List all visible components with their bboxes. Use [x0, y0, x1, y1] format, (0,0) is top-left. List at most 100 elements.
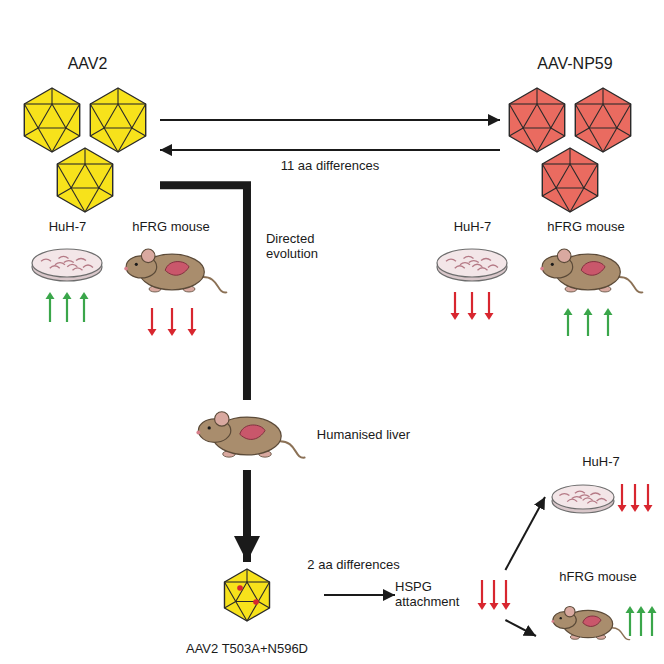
mouse-nose — [124, 267, 128, 271]
capsid-edge — [542, 163, 570, 164]
capsid-edge — [24, 103, 52, 104]
cell — [567, 499, 577, 502]
capsid-edge — [117, 88, 118, 104]
capsid-edge — [589, 128, 603, 152]
capsid-edge — [602, 88, 603, 104]
trend-arrow-shaft — [505, 580, 507, 604]
mutation-mark — [253, 599, 259, 605]
capsid-edge — [584, 164, 598, 188]
capsid-edge — [57, 163, 85, 164]
capsid-icon — [57, 148, 112, 212]
capsid-edge — [224, 582, 235, 602]
node-label: HuH-7 — [454, 220, 492, 235]
cell — [64, 261, 74, 263]
trend-arrow-shaft — [587, 314, 589, 336]
cell — [597, 499, 607, 502]
cell — [587, 501, 597, 504]
mouse-ear — [557, 249, 571, 263]
mouse-icon — [124, 249, 226, 292]
edge-label: 11 aa differences — [278, 159, 383, 174]
node-label: HuH-7 — [49, 220, 87, 235]
capsid-edge — [118, 128, 132, 152]
increase-arrows — [46, 292, 89, 322]
cell-dish — [437, 249, 507, 281]
capsid-outline — [90, 88, 145, 152]
cell-culture: HuH-7 — [545, 455, 657, 525]
capsid-group: AAV2 — [15, 55, 160, 220]
capsid-edge — [52, 103, 80, 104]
node-label: hFRG mouse — [559, 570, 636, 585]
capsid-edge — [569, 148, 570, 164]
trend-arrow-head — [63, 292, 72, 299]
capsid-edge — [224, 581, 247, 582]
capsid-group: AAV-NP59 — [500, 55, 650, 220]
trend-arrow-head — [478, 603, 487, 610]
capsid-edge — [551, 104, 565, 128]
node-label: Humanised liver — [317, 428, 410, 443]
trend-arrow-shaft — [647, 484, 649, 506]
edge-label: 2 aa differences — [304, 558, 402, 573]
capsid-outline — [57, 148, 112, 212]
trend-arrow-shaft — [488, 292, 490, 314]
capsid-edge — [90, 104, 104, 128]
node-label: AAV2 T503A+N596D — [186, 642, 308, 657]
capsid-icon — [224, 569, 269, 621]
capsid-icon — [509, 88, 564, 152]
mouse-model: Humanised liver — [190, 400, 410, 470]
trend-arrow-shaft — [49, 298, 51, 322]
capsid-icon — [542, 148, 597, 212]
capsid-outline — [24, 88, 79, 152]
capsid-edge — [570, 188, 584, 212]
trend-arrow-head — [485, 313, 494, 320]
capsid-outline — [509, 88, 564, 152]
cell — [469, 261, 479, 263]
cell — [481, 259, 491, 261]
trend-arrow-head — [637, 606, 646, 613]
capsid-edge — [132, 104, 146, 128]
capsid-outline — [542, 148, 597, 212]
trend-arrow-shaft — [171, 308, 173, 330]
mouse-icon — [551, 606, 629, 639]
node-label: HuH-7 — [582, 455, 620, 470]
capsid-edge — [24, 128, 38, 136]
capsid-edge — [509, 103, 537, 104]
capsid-edge — [523, 128, 537, 152]
mouse-ear — [565, 606, 575, 616]
cell — [73, 268, 83, 271]
mouse-model: hFRG mouse — [110, 220, 232, 340]
mouse-eye — [551, 263, 554, 266]
trend-arrow-shaft — [621, 484, 623, 506]
capsid-edge — [84, 148, 85, 164]
mouse-ear — [215, 412, 229, 426]
capsid-edge — [224, 602, 235, 609]
trend-arrow-shaft — [634, 484, 636, 506]
cell-dish — [552, 485, 614, 513]
capsid-edge — [575, 103, 603, 104]
capsid-edge — [90, 103, 118, 104]
trend-arrow-shaft — [481, 580, 483, 604]
mouse-ear — [141, 249, 155, 263]
cell — [76, 259, 86, 261]
capsid-facet — [523, 104, 551, 128]
arrow-connector — [324, 594, 395, 596]
trend-arrow-shaft — [567, 314, 569, 336]
dish-top — [32, 249, 102, 277]
cell — [50, 266, 60, 269]
capsid-edge — [24, 104, 38, 128]
capsid-edge — [258, 602, 269, 609]
capsid-edge — [246, 569, 247, 582]
trend-arrow-shaft — [651, 612, 653, 636]
cell — [590, 493, 600, 495]
capsid-edge — [584, 188, 598, 196]
arrow-connector — [505, 497, 545, 570]
capsid-edge — [85, 188, 99, 212]
edge-label: Directed evolution — [263, 232, 349, 262]
capsid-facet — [71, 164, 99, 188]
cell — [488, 265, 498, 268]
capsid-edge — [51, 88, 52, 104]
trend-arrow-head — [631, 505, 640, 512]
trend-arrow-shaft — [83, 298, 85, 322]
capsid-edge — [52, 128, 66, 152]
capsid-edge — [90, 128, 104, 136]
node-label: hFRG mouse — [132, 220, 209, 235]
